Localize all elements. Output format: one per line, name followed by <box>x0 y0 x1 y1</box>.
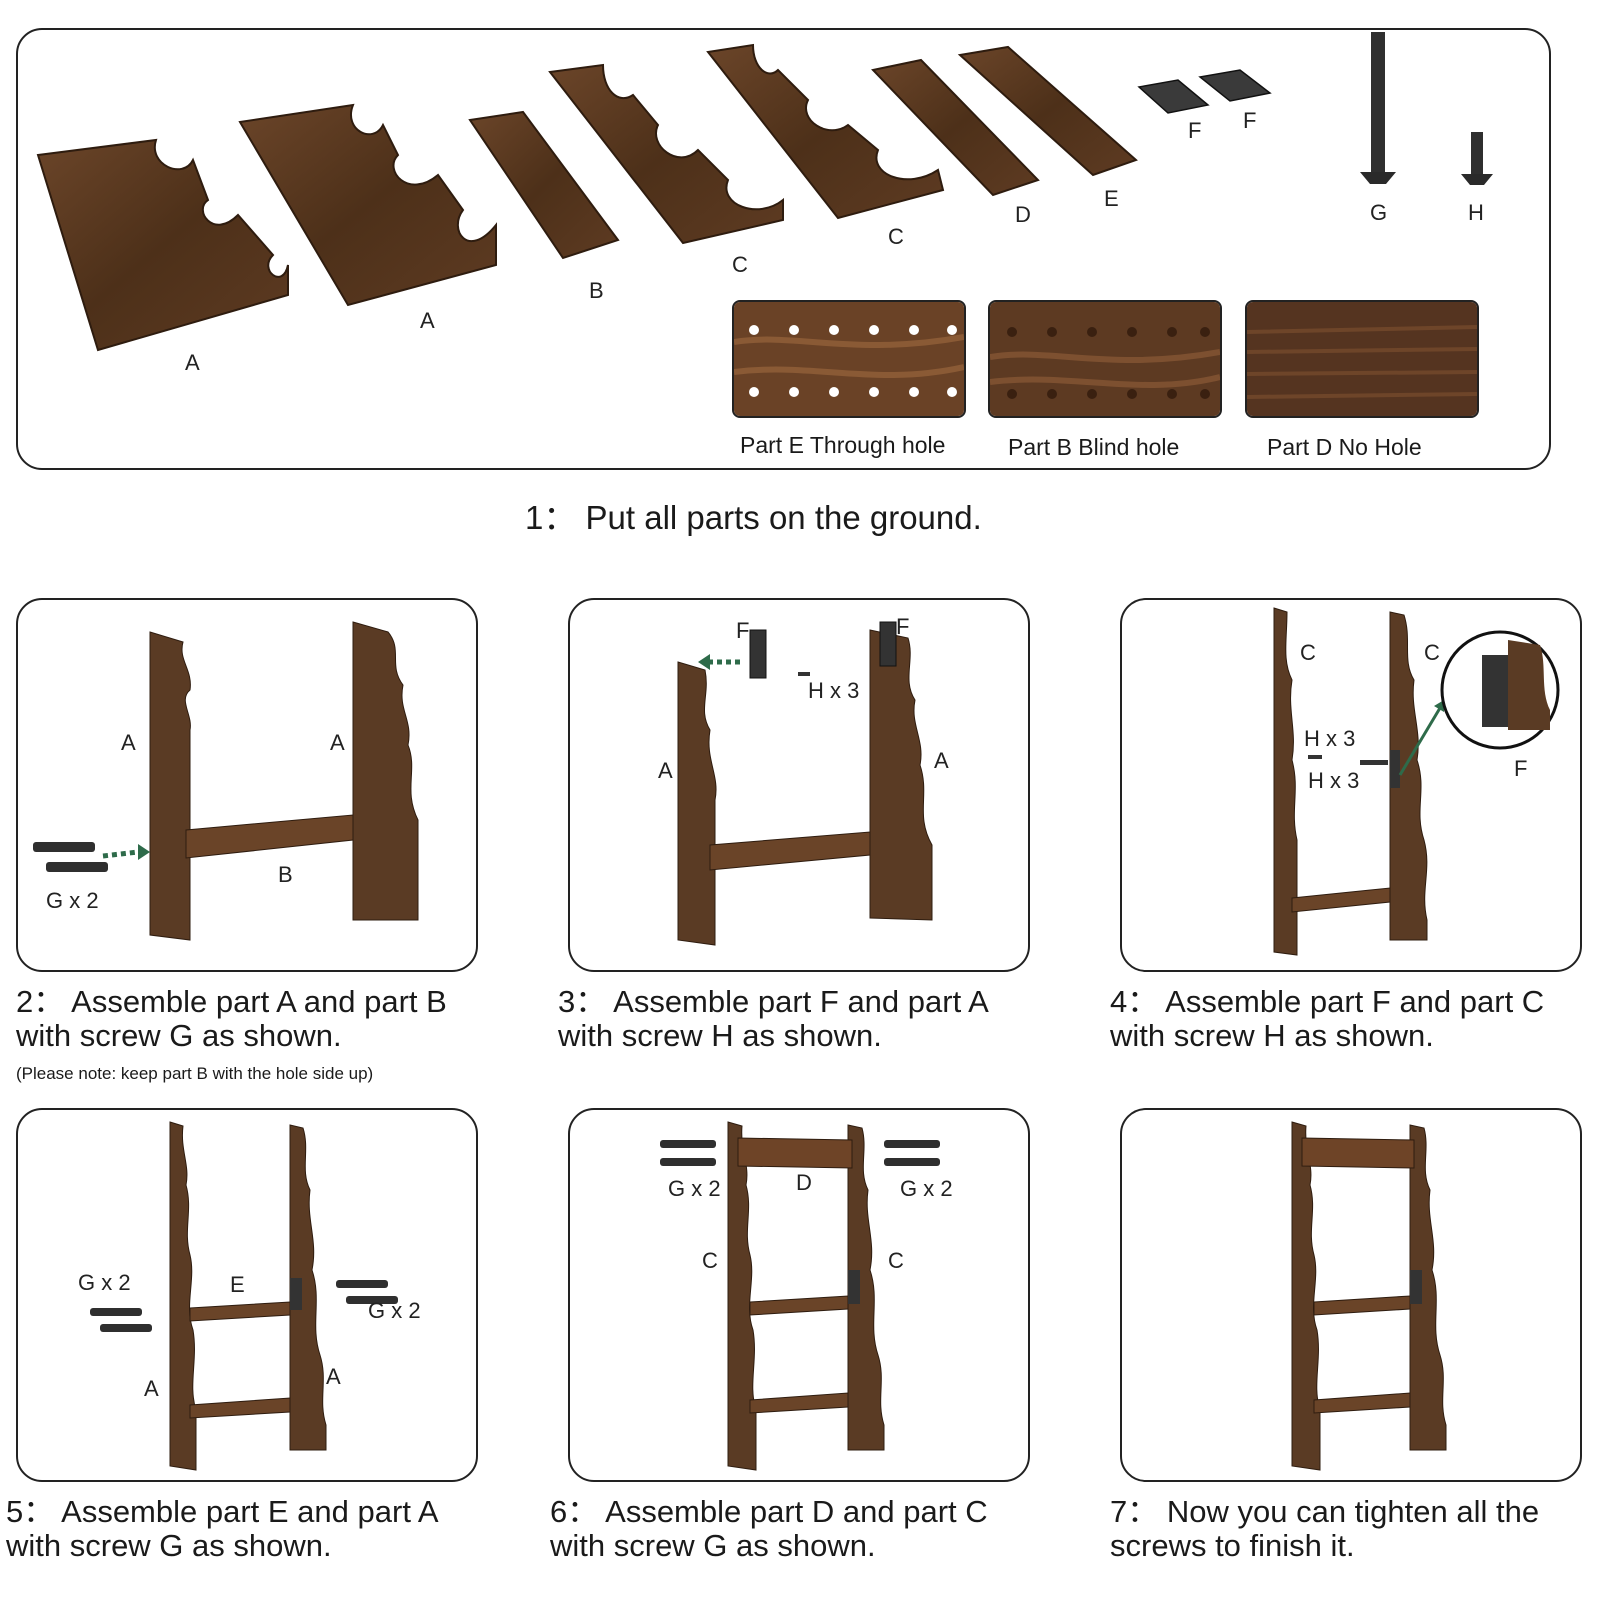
label-c-left: C <box>702 1248 718 1273</box>
step-4-line-1: 4： Assemble part F and part C <box>1110 984 1545 1019</box>
caption-part-d: Part D No Hole <box>1267 434 1422 460</box>
label-h-x3-top: H x 3 <box>1304 726 1356 751</box>
parts-illustration <box>36 32 1493 352</box>
step-5-line-1: 5： Assemble part E and part A <box>6 1494 439 1529</box>
caption-part-b: Part B Blind hole <box>1008 434 1180 460</box>
step-4-panel: C C H x 3 H x 3 F <box>1120 598 1582 972</box>
label-f-left: F <box>736 618 750 643</box>
label-c-left: C <box>1300 640 1316 665</box>
step-6-line-2: with screw G as shown. <box>550 1528 876 1563</box>
label-a-left: A <box>144 1376 159 1401</box>
screw-g <box>1360 32 1396 184</box>
label-h-x3: H x 3 <box>808 678 860 703</box>
label-part-c-2: C <box>888 224 904 249</box>
label-a-right: A <box>326 1364 341 1389</box>
label-g-x2-right: G x 2 <box>900 1176 953 1201</box>
label-a-left: A <box>658 758 673 783</box>
part-d-board <box>871 58 1040 197</box>
step-7-line-2: screws to finish it. <box>1110 1528 1355 1563</box>
step-2-line-2: with screw G as shown. <box>16 1018 342 1053</box>
screw-h <box>1461 132 1493 185</box>
label-part-c-1: C <box>732 252 748 277</box>
step-1-instruction: 1： Put all parts on the ground. <box>525 499 982 536</box>
label-f-detail: F <box>1514 756 1528 781</box>
part-f-plate-2 <box>1198 69 1272 102</box>
label-part-f-2: F <box>1243 108 1257 133</box>
part-b-board <box>468 110 620 260</box>
label-g-x2-left: G x 2 <box>78 1270 131 1295</box>
label-a-left: A <box>121 730 136 755</box>
part-f-plate-1 <box>1137 79 1210 114</box>
label-part-a-1: A <box>185 350 200 375</box>
label-part-f-1: F <box>1188 118 1202 143</box>
swatch-part-d-no-hole <box>1245 300 1479 418</box>
label-h-x3-bottom: H x 3 <box>1308 768 1360 793</box>
step-6-panel: G x 2 G x 2 D C C <box>568 1108 1030 1482</box>
step-5-panel: G x 2 G x 2 E A A <box>16 1108 478 1482</box>
step-7-panel <box>1120 1108 1582 1482</box>
step-6-line-1: 6： Assemble part D and part C <box>550 1494 988 1529</box>
label-a-right: A <box>330 730 345 755</box>
label-part-d: D <box>1015 202 1031 227</box>
step-3-line-2: with screw H as shown. <box>558 1018 882 1053</box>
swatch-part-b-blind-hole <box>988 300 1222 418</box>
step-2-line-1: 2： Assemble part A and part B <box>16 984 447 1019</box>
label-g-x2-left: G x 2 <box>668 1176 721 1201</box>
step-2-panel: A A B G x 2 <box>16 598 478 972</box>
caption-part-e: Part E Through hole <box>740 432 946 458</box>
step-2-note: (Please note: keep part B with the hole … <box>16 1064 374 1083</box>
label-e: E <box>230 1272 245 1297</box>
part-a-board-1 <box>36 138 289 352</box>
part-e-board <box>957 45 1138 177</box>
label-part-b: B <box>589 278 604 303</box>
label-screw-h: H <box>1468 200 1484 225</box>
step-3-line-1: 3： Assemble part F and part A <box>558 984 989 1019</box>
label-a-right: A <box>934 748 949 773</box>
step-4-line-2: with screw H as shown. <box>1110 1018 1434 1053</box>
label-part-a-2: A <box>420 308 435 333</box>
label-d: D <box>796 1170 812 1195</box>
label-b: B <box>278 862 293 887</box>
label-f-right: F <box>896 614 910 639</box>
step-7-line-1: 7： Now you can tighten all the <box>1110 1494 1540 1529</box>
part-a-board-2 <box>238 103 497 307</box>
label-part-e: E <box>1104 186 1119 211</box>
step-3-panel: F F H x 3 A A <box>568 598 1030 972</box>
label-g-x2: G x 2 <box>46 888 99 913</box>
swatch-part-e-through-hole <box>732 300 966 418</box>
step-5-line-2: with screw G as shown. <box>6 1528 332 1563</box>
label-screw-g: G <box>1370 200 1388 225</box>
part-c-board-2 <box>706 43 945 220</box>
parts-overview-panel: A A B C C D E F F G H <box>16 28 1551 470</box>
part-c-board-1 <box>548 63 784 245</box>
label-g-x2-right: G x 2 <box>368 1298 421 1323</box>
label-c-right: C <box>888 1248 904 1273</box>
label-c-right: C <box>1424 640 1440 665</box>
